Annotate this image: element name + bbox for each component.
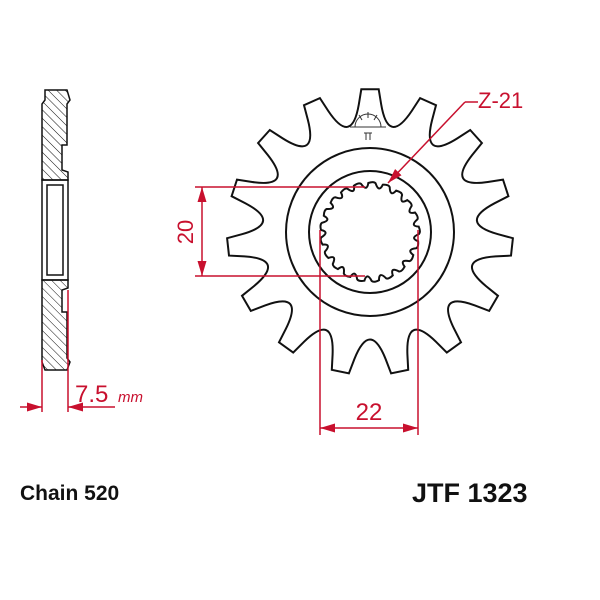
- inner-diameter-label: 20: [173, 220, 198, 244]
- spline-teeth-label: Z-21: [478, 88, 523, 113]
- outer-spline-label: 22: [356, 399, 383, 426]
- part-number: JTF 1323: [412, 478, 528, 508]
- thickness-value: 7.5: [75, 381, 108, 408]
- side-profile: [41, 89, 71, 371]
- chain-size-caption: Chain 520: [20, 482, 119, 505]
- inner-diameter-dimension: [195, 186, 365, 277]
- spline-outline: [319, 181, 421, 283]
- boss-inner-circle: [308, 170, 432, 294]
- sprocket-teeth-outline: [226, 88, 514, 375]
- thickness-dimension: [20, 290, 115, 412]
- boss-outer-circle: [285, 147, 455, 317]
- jt-logo: [350, 112, 386, 140]
- outer-spline-dimension: [319, 230, 419, 435]
- sprocket-front: [226, 88, 514, 375]
- spline-teeth-leader: [387, 101, 478, 184]
- thickness-unit: mm: [118, 389, 143, 406]
